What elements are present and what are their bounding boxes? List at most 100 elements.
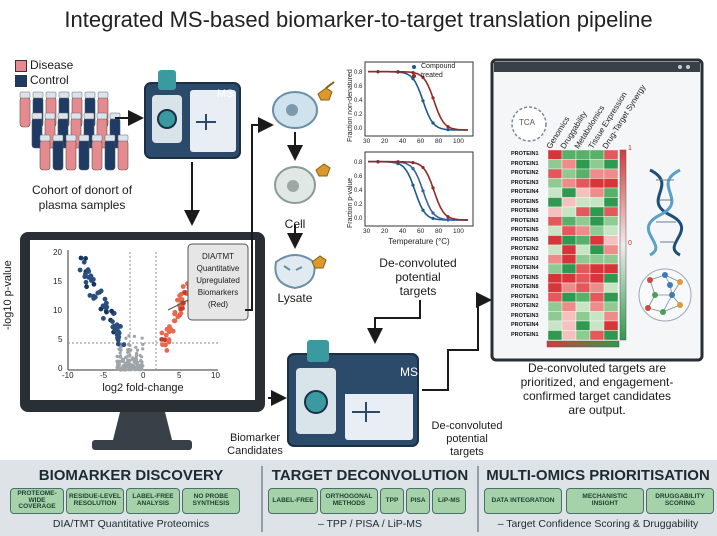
volcano-point-ns [119, 354, 123, 358]
arrow-targets-to-ms [367, 300, 421, 344]
heatmap-cell [603, 225, 619, 236]
melt-curve-point [411, 167, 415, 171]
heatmap-caption-line1: De-convoluted targets are [527, 361, 667, 375]
heatmap-cell [547, 149, 563, 160]
section-heading-deconvolution: TARGET DECONVOLUTION [271, 467, 469, 484]
heatmap-cell [603, 168, 619, 179]
volcano-point-down [98, 288, 104, 294]
heatmap-row-label: PROTEIN6 [511, 208, 539, 214]
heatmap-row-label: PROTEIN8 [511, 284, 539, 290]
heatmap-cell [561, 254, 577, 265]
tca-badge-label: TCA [519, 118, 535, 127]
callout-line5: (Red) [207, 300, 228, 309]
legend-control-label: Control [30, 73, 69, 87]
ms-bottom-label: MS [400, 365, 418, 379]
network-node [662, 272, 668, 278]
biomarker-candidates-line1: Biomarker [229, 432, 281, 444]
biomarker-candidates-line2: Candidates [227, 445, 283, 457]
volcano-point-up [162, 337, 168, 343]
melt-curve-point [431, 96, 435, 100]
tube-cap-3 [58, 91, 70, 99]
melt-top-x-tick: 30 [363, 138, 371, 145]
ms-top-label: MS [217, 88, 234, 100]
heatmap-cell [561, 206, 577, 217]
deconvoluted-line1: De-convoluted [431, 420, 503, 432]
melt-curve-point [376, 70, 380, 74]
volcano-point-ns [133, 365, 137, 369]
heatmap-cell [603, 159, 619, 170]
heatmap-cell [561, 330, 577, 341]
volcano-x-tick-10: 10 [211, 371, 220, 380]
volcano-point-ns [116, 363, 121, 367]
melt-bottom-y-tick: 0.2 [354, 202, 363, 208]
legend-treated-marker [412, 74, 416, 78]
heatmap-cell [589, 206, 605, 217]
tube-cap-5 [84, 91, 96, 99]
mass-spectrometer-top-icon [144, 70, 241, 159]
melt-curve-point [411, 183, 415, 187]
heatmap-row-label: PROTEIN2 [511, 170, 539, 176]
feature-pill: PISA [406, 488, 430, 514]
heatmap-cell [603, 311, 619, 322]
tube-18 [91, 139, 103, 171]
melt-curve-point [431, 186, 435, 190]
volcano-point-down [91, 281, 97, 287]
heatmap-row-label: PROTEIN3 [511, 255, 539, 262]
heatmap-row-label: PROTEIN1 [511, 331, 539, 338]
volcano-point-down [92, 294, 98, 300]
volcano-point-up [170, 328, 176, 334]
heatmap-cell [561, 187, 577, 198]
melt-curve-point [376, 160, 380, 164]
volcano-point-up [172, 311, 178, 317]
tube-16 [65, 139, 77, 171]
volcano-point-up [178, 310, 184, 316]
heatmap-cell [561, 225, 577, 236]
melt-bottom-x-tick: 30 [363, 228, 371, 235]
heatmap-cell [589, 282, 605, 293]
heatmap-cell [547, 159, 563, 170]
heatmap-cell [575, 216, 591, 227]
volcano-point-ns [121, 360, 126, 364]
heatmap-cell [589, 235, 605, 246]
volcano-y-tick-15: 15 [53, 277, 62, 286]
heatmap-grid [546, 149, 627, 348]
volcano-point-ns [140, 336, 144, 340]
tube-cap-18 [91, 134, 103, 142]
feature-pill: NO PROBE SYNTHESIS [182, 488, 240, 514]
heatmap-cell [575, 320, 591, 331]
heatmap-cell [575, 178, 591, 189]
tube-cap-0 [19, 91, 31, 99]
heatmap-row-label: PROTEIN3 [511, 179, 539, 186]
volcano-point-up [159, 330, 165, 336]
volcano-point-ns [124, 355, 128, 359]
volcano-y-tick-10: 10 [53, 306, 62, 315]
melt-curve-point [446, 215, 450, 219]
volcano-point-down [87, 293, 93, 298]
heatmap-cell [561, 282, 577, 293]
network-node [652, 292, 658, 298]
cell-label: Cell [284, 217, 306, 231]
heatmap-cell [575, 311, 591, 322]
volcano-point-down [84, 284, 89, 290]
melt-bottom-x-tick: 40 [399, 228, 407, 235]
melt-legend-compound: Compound [421, 63, 456, 70]
section-subtitle-deconvolution: – TPP / PISA / LiP-MS [317, 518, 423, 530]
heatmap-cell [561, 263, 577, 274]
volcano-point-ns [134, 345, 138, 349]
volcano-point-up [171, 318, 177, 324]
tube-cap-2 [45, 91, 57, 99]
volcano-point-up [179, 297, 185, 302]
feature-pill: ORTHOGONAL METHODS [320, 488, 378, 514]
heatmap-cell [561, 244, 577, 255]
volcano-x-tick-5: 5 [177, 371, 182, 380]
melt-bottom-y-tick: 0.6 [354, 174, 363, 180]
volcano-y-tick-20: 20 [53, 248, 62, 257]
melt-curve-point [446, 128, 450, 132]
volcano-point-down [86, 275, 92, 280]
section-subtitle-prioritisation: – Target Confidence Scoring & Druggabili… [497, 518, 699, 530]
heatmap-cell [603, 320, 619, 331]
heatmap-cell [603, 197, 619, 208]
heatmap-cell [603, 292, 619, 303]
volcano-point-ns [122, 357, 126, 361]
